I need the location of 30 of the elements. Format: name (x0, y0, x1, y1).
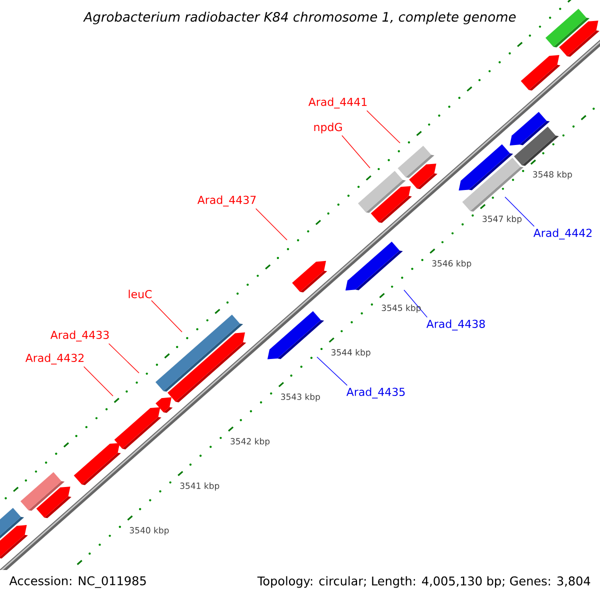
tick-label: 3541 kbp (180, 482, 220, 491)
tick-label: 3540 kbp (130, 526, 169, 536)
tick-label: 3545 kbp (382, 304, 421, 313)
gene-label: leuC (128, 290, 152, 298)
leader-line (404, 290, 428, 318)
tick-label: 3543 kbp (281, 393, 320, 402)
title: Agrobacterium radiobacter K84 chromosome 1, complete genome (83, 12, 516, 24)
leader-line (504, 196, 535, 227)
leader-line (342, 135, 370, 168)
tick-label: 3544 kbp (331, 349, 370, 358)
footer-text: Topology: circular; Length: 4,005,130 bp; Genes: 3,804 (257, 576, 591, 588)
footer-text: Accession: NC_011985 (9, 576, 147, 588)
gene-label: Arad_4438 (426, 320, 485, 330)
tick-label: 3548 kbp (533, 170, 572, 180)
tick-label: 3546 kbp (432, 260, 472, 268)
tick-label: 3542 kbp (230, 438, 270, 446)
gene-label: Arad_4432 (25, 354, 84, 364)
leader-line (316, 356, 348, 386)
gene-label: Arad_4442 (533, 228, 592, 240)
leader-line (366, 110, 400, 144)
leader-line (151, 300, 182, 332)
gene-label: Arad_4433 (50, 330, 109, 342)
gene-label: npdG (314, 122, 342, 134)
tick-label: 3547 kbp (482, 216, 522, 224)
gene-label: Arad_4441 (308, 98, 367, 108)
leader-line (255, 208, 288, 240)
leader-line (83, 366, 114, 396)
gene-label: Arad_4437 (197, 196, 256, 206)
leader-line (108, 343, 140, 374)
gene-label: Arad_4435 (346, 388, 405, 398)
